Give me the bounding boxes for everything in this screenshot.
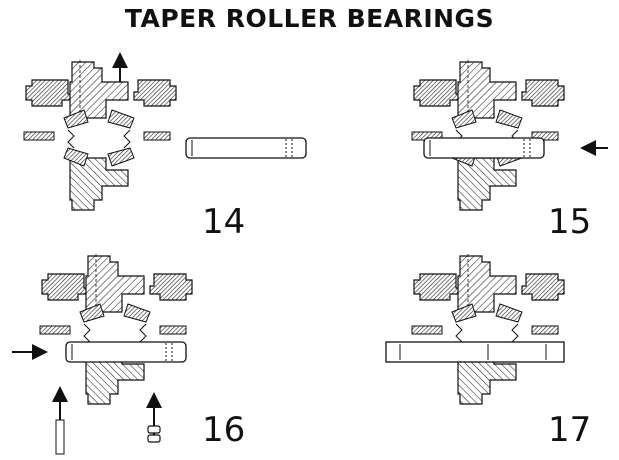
shaft-installed [385,341,565,363]
bearing-assembly-diagram-15 [411,59,608,211]
bearing-assembly-diagram-16 [12,253,193,455]
step-number: 17 [548,410,592,450]
shaft [185,137,307,159]
step-number: 15 [548,202,592,242]
spacer-ring [55,419,65,455]
nut-icon [147,425,161,443]
page-title: TAPER ROLLER BEARINGS [124,4,495,33]
panel-16: 16 [10,250,310,460]
step-number: 14 [202,202,246,242]
shaft [423,137,545,159]
panel-15: 15 [312,42,612,252]
panel-14: 14 [10,42,310,252]
shaft [65,341,187,363]
panel-17: 17 [312,250,612,460]
bearing-assembly-diagram-14 [23,52,307,211]
step-number: 16 [202,410,246,450]
bearing-assembly-diagram-17 [385,253,565,405]
